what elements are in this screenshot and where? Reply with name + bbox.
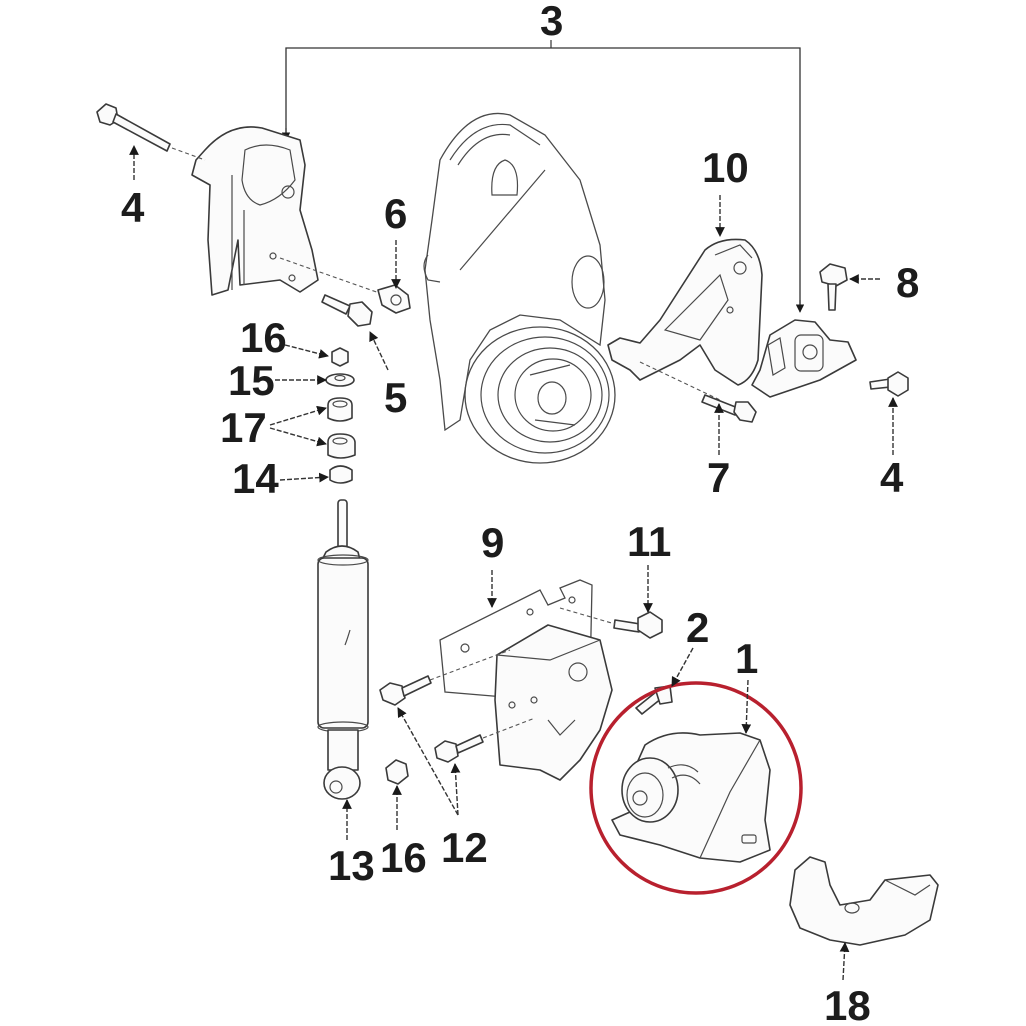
bolt-7[interactable] bbox=[701, 394, 757, 423]
washer-15[interactable] bbox=[325, 373, 355, 387]
bolts-12[interactable] bbox=[379, 649, 536, 763]
bolt-5[interactable] bbox=[321, 294, 373, 327]
callout-10: 10 bbox=[702, 144, 749, 191]
callout-7: 7 bbox=[707, 454, 730, 501]
callout-5: 5 bbox=[384, 374, 407, 421]
callout-14: 14 bbox=[232, 455, 279, 502]
center-bracket[interactable] bbox=[494, 624, 613, 781]
callout-4-right: 4 bbox=[880, 454, 904, 501]
callout-12: 12 bbox=[441, 824, 488, 871]
highlight-circle bbox=[589, 681, 803, 895]
timing-cover bbox=[423, 112, 606, 432]
callout-labels: 1 2 3 4 4 5 6 7 8 9 10 11 12 13 14 15 16… bbox=[121, 0, 919, 1026]
callout-16-top: 16 bbox=[240, 314, 287, 361]
nut-16-top[interactable] bbox=[331, 347, 349, 367]
callout-4-left: 4 bbox=[121, 184, 145, 231]
mount-bracket-10[interactable] bbox=[607, 238, 763, 401]
bolt-4-left[interactable] bbox=[96, 103, 206, 161]
bushing-17-lower[interactable] bbox=[327, 433, 356, 459]
shock-absorber-13[interactable] bbox=[317, 499, 369, 800]
callout-11: 11 bbox=[627, 518, 671, 565]
callout-15: 15 bbox=[228, 357, 275, 404]
nut-14[interactable] bbox=[329, 465, 353, 484]
heat-shield-18[interactable] bbox=[789, 856, 939, 946]
callout-16-bottom: 16 bbox=[380, 834, 427, 881]
callout-18: 18 bbox=[824, 982, 871, 1026]
bushing-17-upper[interactable] bbox=[327, 397, 353, 422]
callout-1: 1 bbox=[735, 635, 758, 682]
bolt-11[interactable] bbox=[559, 607, 663, 639]
nut-6[interactable] bbox=[377, 284, 411, 314]
callout-13: 13 bbox=[328, 842, 375, 889]
callout-2: 2 bbox=[686, 604, 709, 651]
engine-mount-1[interactable] bbox=[611, 732, 771, 863]
callout-3: 3 bbox=[540, 0, 563, 44]
right-rubber-mount[interactable] bbox=[751, 319, 857, 398]
nut-16-bottom[interactable] bbox=[385, 759, 409, 785]
callout-17: 17 bbox=[220, 404, 267, 451]
callout-6: 6 bbox=[384, 190, 407, 237]
leader-lines bbox=[129, 145, 898, 981]
bolt-4-right[interactable] bbox=[869, 371, 909, 397]
callout-8: 8 bbox=[896, 259, 919, 306]
crank-pulley bbox=[464, 326, 616, 464]
bolt-8[interactable] bbox=[819, 263, 848, 311]
left-mount-assembly[interactable] bbox=[191, 126, 386, 296]
callout-9: 9 bbox=[481, 519, 504, 566]
